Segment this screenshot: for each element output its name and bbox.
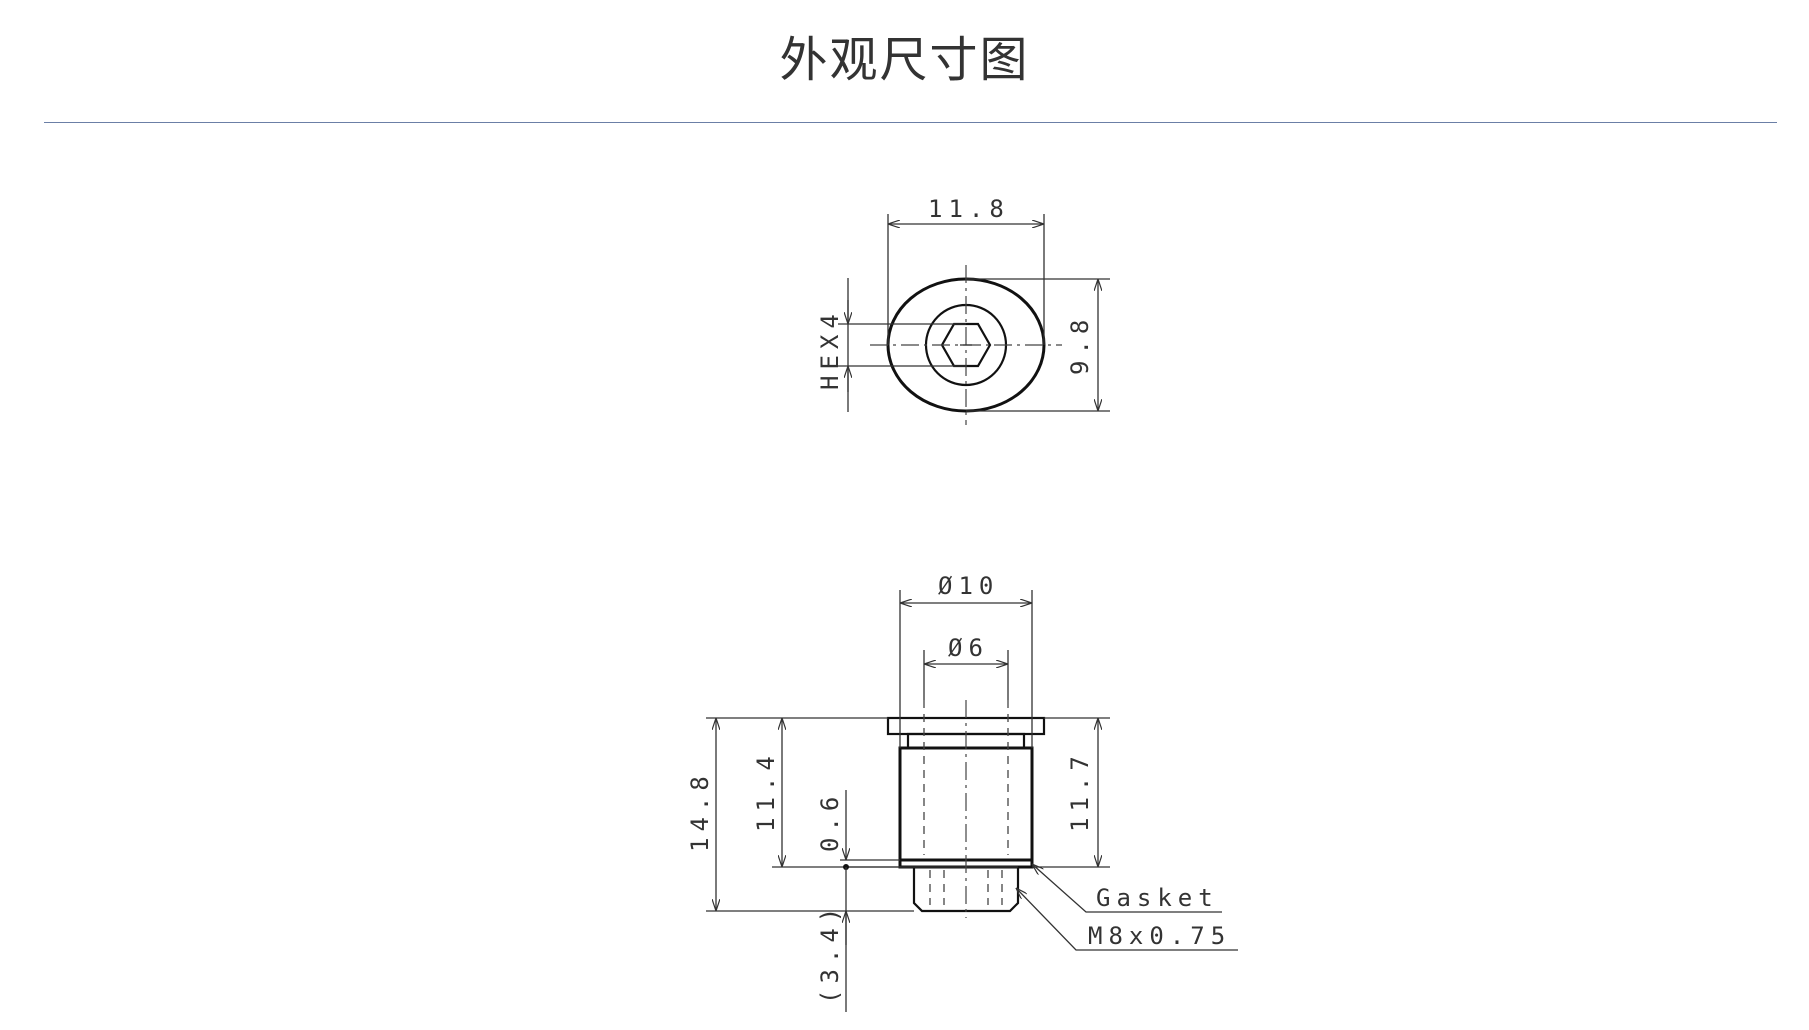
top-view: 11.8 9.8 HEX4 bbox=[816, 195, 1110, 425]
side-view: Ø10 Ø6 14.8 11.4 0.6 11.7 (3.4) Gasket bbox=[686, 572, 1238, 1012]
gasket-leader bbox=[1032, 864, 1222, 913]
hex-dim-label: HEX4 bbox=[816, 308, 844, 390]
right-height-label: 11.7 bbox=[1066, 750, 1094, 832]
total-height-label: 14.8 bbox=[686, 770, 714, 852]
width-dim-label: 11.8 bbox=[928, 195, 1010, 223]
thread-leader bbox=[1016, 888, 1238, 951]
page-title: 外观尺寸图 bbox=[779, 32, 1030, 88]
body-height-label: 11.4 bbox=[752, 750, 780, 832]
inner-diameter-label: Ø6 bbox=[948, 634, 989, 662]
outer-diameter-label: Ø10 bbox=[938, 572, 999, 600]
gasket-gap-label: 0.6 bbox=[816, 791, 844, 852]
gasket-callout: Gasket bbox=[1096, 884, 1219, 912]
thread-length-label: (3.4) bbox=[816, 902, 844, 1004]
thread-callout: M8x0.75 bbox=[1088, 922, 1231, 950]
title-divider bbox=[44, 122, 1777, 123]
height-dim-label: 9.8 bbox=[1066, 314, 1094, 375]
